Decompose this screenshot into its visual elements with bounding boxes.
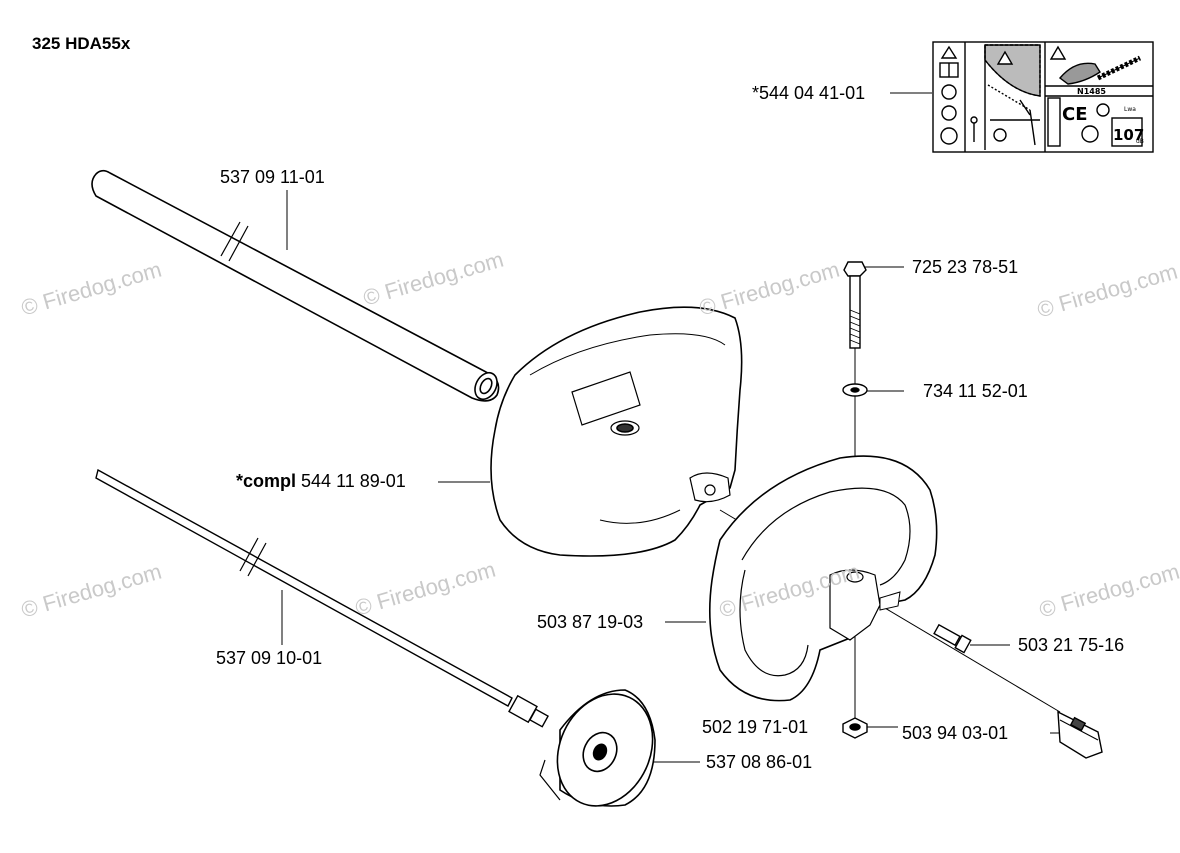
part-label-nut: 502 19 71-01	[702, 717, 809, 737]
part-label-connector: 503 94 03-01	[902, 723, 1009, 743]
part-label-bolt: 725 23 78-51	[912, 257, 1019, 277]
hand-cut-warning-icon	[1049, 45, 1142, 85]
part-label-decal: *544 04 41-01	[752, 83, 866, 103]
part-label-shaft: 537 09 10-01	[216, 648, 323, 668]
decal-lwa: Lwa	[1124, 106, 1136, 113]
certification-icons	[1047, 97, 1143, 147]
safety-distance-icon	[970, 44, 1041, 150]
part-label-guard: *compl 544 11 89-01	[236, 471, 406, 492]
part-label-screw: 503 21 75-16	[1018, 635, 1125, 655]
decal-db-unit: dB	[1136, 138, 1144, 145]
washer-part	[842, 383, 868, 397]
decal-db-value: 107	[1113, 126, 1144, 144]
decal-code: N1485	[1077, 87, 1106, 96]
decal-ce-mark: CE	[1062, 104, 1088, 125]
part-label-washer: 734 11 52-01	[923, 381, 1028, 401]
warning-triangle-icon	[939, 45, 959, 145]
model-title: 325 HDA55x	[32, 34, 131, 53]
bolt-part	[843, 261, 867, 349]
screw-part	[933, 623, 972, 654]
guard-number: 544 11 89-01	[301, 471, 406, 491]
guard-part	[490, 306, 743, 557]
connector-part	[1057, 710, 1103, 759]
guard-prefix: *compl	[236, 471, 297, 491]
shaft-part	[95, 468, 549, 728]
part-label-tube: 537 09 11-01	[220, 167, 325, 187]
tube-part	[91, 169, 500, 402]
handle-part	[708, 455, 938, 702]
drum-part	[539, 689, 656, 807]
part-label-handle: 503 87 19-03	[537, 612, 644, 632]
part-label-drum: 537 08 86-01	[706, 752, 813, 772]
nut-part	[842, 717, 868, 739]
warning-decal	[932, 41, 1154, 153]
